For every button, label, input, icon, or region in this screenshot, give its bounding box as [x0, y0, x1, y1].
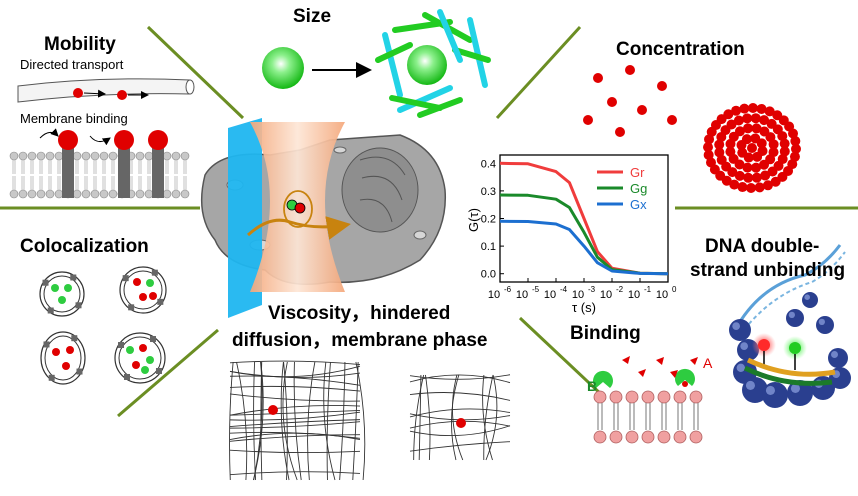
legend-label-gx: Gx — [630, 197, 647, 212]
y-tick-label: 0.4 — [481, 158, 496, 170]
dna-illustration — [729, 244, 851, 408]
x-tick-exponent: -2 — [616, 285, 624, 294]
series-line-gx — [499, 219, 669, 276]
x-tick-label: 10 — [544, 289, 556, 301]
x-tick-exponent: -1 — [644, 285, 652, 294]
y-axis-label: G(τ) — [466, 208, 481, 232]
x-tick-exponent: -4 — [560, 285, 568, 294]
mobility-title: Mobility — [44, 34, 116, 55]
colocalization-illustration — [39, 266, 167, 385]
divider-lines — [0, 25, 858, 418]
x-tick-exponent: -6 — [504, 285, 512, 294]
directed-transport-label: Directed transport — [20, 57, 124, 72]
x-axis-label: τ (s) — [572, 300, 596, 315]
cell-confocal-illustration — [200, 118, 447, 318]
membrane-binding-label: Membrane binding — [20, 111, 128, 126]
dna-title-line2: strand unbinding — [690, 260, 846, 281]
binding-b-label: B — [587, 378, 598, 394]
concentration-illustration — [583, 65, 801, 193]
dna-title-line1: DNA double- — [705, 236, 820, 257]
size-title: Size — [293, 6, 332, 27]
viscosity-title-line1: Viscosity，hindered — [268, 303, 451, 324]
y-tick-label: 0.0 — [481, 269, 496, 281]
size-illustration — [262, 9, 491, 118]
binding-a-label: A — [703, 355, 713, 371]
x-tick-label: 10 — [488, 289, 500, 301]
x-tick-exponent: -5 — [532, 285, 540, 294]
colocalization-title: Colocalization — [20, 236, 149, 257]
viscosity-illustration — [229, 360, 511, 481]
y-tick-label: 0.3 — [481, 186, 496, 198]
y-tick-label: 0.1 — [481, 241, 496, 253]
binding-illustration — [593, 356, 703, 444]
y-tick-label: 0.2 — [481, 214, 496, 226]
x-tick-label: 10 — [572, 289, 584, 301]
viscosity-title-line2: diffusion，membrane phase — [232, 330, 488, 351]
x-tick-label: 10 — [628, 289, 640, 301]
legend-label-gg: Gg — [630, 181, 647, 196]
x-tick-label: 10 — [600, 289, 612, 301]
rod-shell — [375, 9, 491, 118]
x-tick-label: 10 — [656, 289, 668, 301]
legend-label-gr: Gr — [630, 165, 645, 180]
mobility-illustration — [9, 78, 195, 199]
concentration-title: Concentration — [616, 39, 745, 60]
x-tick-label: 10 — [516, 289, 528, 301]
binding-title: Binding — [570, 323, 641, 344]
x-tick-exponent: 0 — [672, 285, 677, 294]
x-tick-exponent: -3 — [588, 285, 596, 294]
